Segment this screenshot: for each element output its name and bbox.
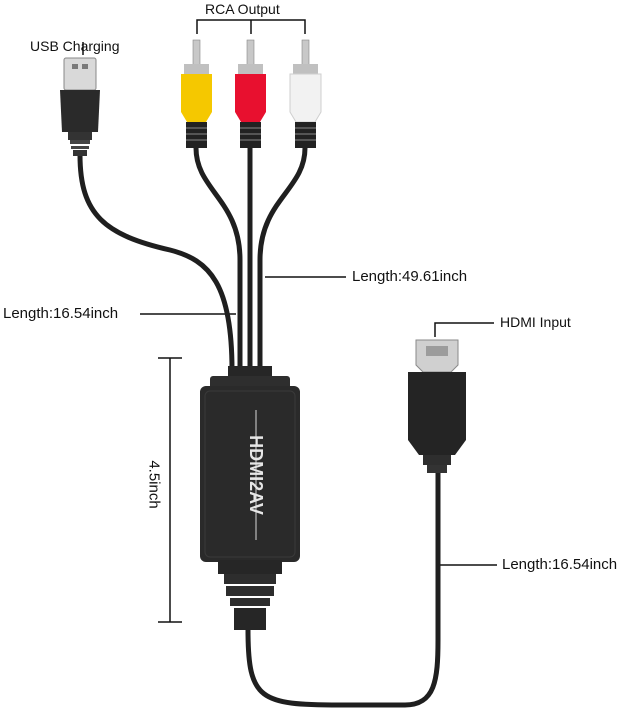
converter-brand-text: HDMI2AV [246, 435, 266, 515]
usb-length-label: Length:16.54inch [3, 305, 119, 322]
annotation-lines [82, 19, 497, 623]
rca-length-label: Length:49.61inch [352, 268, 468, 285]
converter-box [200, 366, 300, 630]
box-height-label: 4.5inch [145, 460, 163, 509]
usb-plug-icon [60, 57, 100, 156]
usb-charging-label: USB Charging [30, 38, 120, 54]
hdmi-pointer [434, 322, 494, 337]
yellow-cable [193, 145, 243, 373]
rca-yellow-plug-icon [181, 39, 212, 148]
rca-output-label: RCA Output [205, 1, 280, 17]
cables [77, 145, 441, 708]
usb-cable [77, 152, 235, 373]
hdmi-input-label: HDMI Input [500, 314, 571, 330]
rca-red-plug-icon [235, 39, 266, 148]
hdmi-cable [245, 467, 441, 708]
white-cable [257, 145, 308, 373]
hdmi-length-label: Length:16.54inch [502, 556, 618, 573]
hdmi-plug-icon [408, 339, 466, 473]
rca-white-plug-icon [289, 39, 322, 148]
